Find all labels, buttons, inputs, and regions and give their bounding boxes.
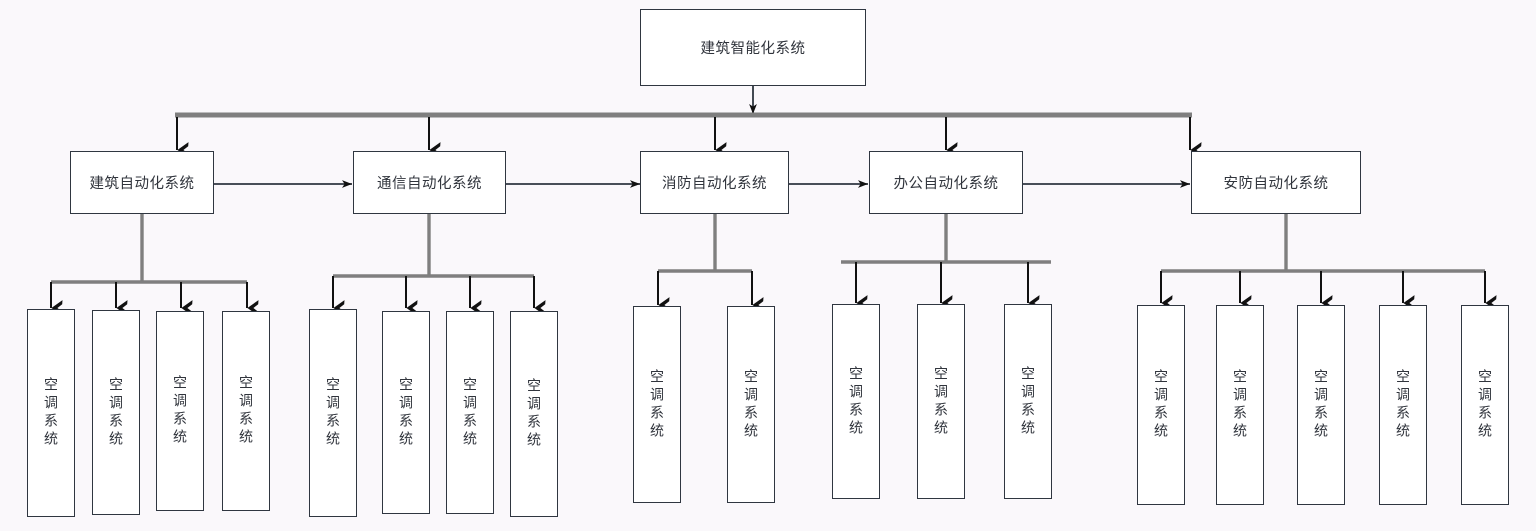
leaf-node-14[interactable]: 空调系统 <box>1137 305 1185 505</box>
leaf-node-3[interactable]: 空调系统 <box>156 311 204 511</box>
leaf-node-15-label: 空调系统 <box>1232 369 1248 441</box>
leaf-node-17[interactable]: 空调系统 <box>1379 305 1427 505</box>
leaf-node-13[interactable]: 空调系统 <box>1004 304 1052 499</box>
leaf-node-6-label: 空调系统 <box>398 376 414 449</box>
leaf-node-17-label: 空调系统 <box>1395 369 1411 441</box>
leaf-node-8[interactable]: 空调系统 <box>510 311 558 517</box>
root-node[interactable]: 建筑智能化系统 <box>640 9 866 86</box>
leaf-node-11[interactable]: 空调系统 <box>832 304 880 499</box>
leaf-node-16-label: 空调系统 <box>1313 369 1329 441</box>
leaf-node-4[interactable]: 空调系统 <box>222 311 270 511</box>
leaf-node-18-label: 空调系统 <box>1477 369 1493 441</box>
leaf-node-12[interactable]: 空调系统 <box>917 304 965 499</box>
leaf-node-5[interactable]: 空调系统 <box>309 309 357 517</box>
leaf-node-2[interactable]: 空调系统 <box>92 310 140 515</box>
lvl2-node-1-label: 建筑自动化系统 <box>89 176 195 192</box>
leaf-node-11-label: 空调系统 <box>848 365 864 438</box>
lvl2-node-4[interactable]: 办公自动化系统 <box>869 151 1023 214</box>
leaf-node-16[interactable]: 空调系统 <box>1297 305 1345 505</box>
leaf-node-8-label: 空调系统 <box>526 378 542 450</box>
leaf-node-14-label: 空调系统 <box>1153 369 1169 441</box>
leaf-node-4-label: 空调系统 <box>238 375 254 447</box>
leaf-node-1[interactable]: 空调系统 <box>27 309 75 517</box>
leaf-node-6[interactable]: 空调系统 <box>382 311 430 514</box>
leaf-node-5-label: 空调系统 <box>325 377 341 449</box>
leaf-node-7-label: 空调系统 <box>462 376 478 449</box>
leaf-node-1-label: 空调系统 <box>43 377 59 449</box>
lvl2-node-3[interactable]: 消防自动化系统 <box>640 151 789 214</box>
lvl2-node-2[interactable]: 通信自动化系统 <box>353 151 506 214</box>
root-node-label: 建筑智能化系统 <box>700 41 806 57</box>
leaf-node-13-label: 空调系统 <box>1020 365 1036 438</box>
leaf-node-9-label: 空调系统 <box>649 368 665 441</box>
leaf-node-2-label: 空调系统 <box>108 376 124 449</box>
lvl2-node-2-label: 通信自动化系统 <box>377 176 482 192</box>
leaf-node-10[interactable]: 空调系统 <box>727 306 775 503</box>
lvl2-node-5-label: 安防自动化系统 <box>1223 176 1329 192</box>
leaf-node-3-label: 空调系统 <box>172 375 188 447</box>
leaf-node-12-label: 空调系统 <box>933 365 949 438</box>
lvl2-node-1[interactable]: 建筑自动化系统 <box>70 151 214 214</box>
leaf-node-7[interactable]: 空调系统 <box>446 311 494 514</box>
lvl2-node-5[interactable]: 安防自动化系统 <box>1191 151 1361 214</box>
leaf-node-18[interactable]: 空调系统 <box>1461 305 1509 505</box>
leaf-node-15[interactable]: 空调系统 <box>1216 305 1264 505</box>
leaf-node-10-label: 空调系统 <box>743 368 759 441</box>
leaf-node-9[interactable]: 空调系统 <box>633 306 681 503</box>
lvl2-node-4-label: 办公自动化系统 <box>893 176 999 192</box>
lvl2-node-3-label: 消防自动化系统 <box>662 176 767 192</box>
